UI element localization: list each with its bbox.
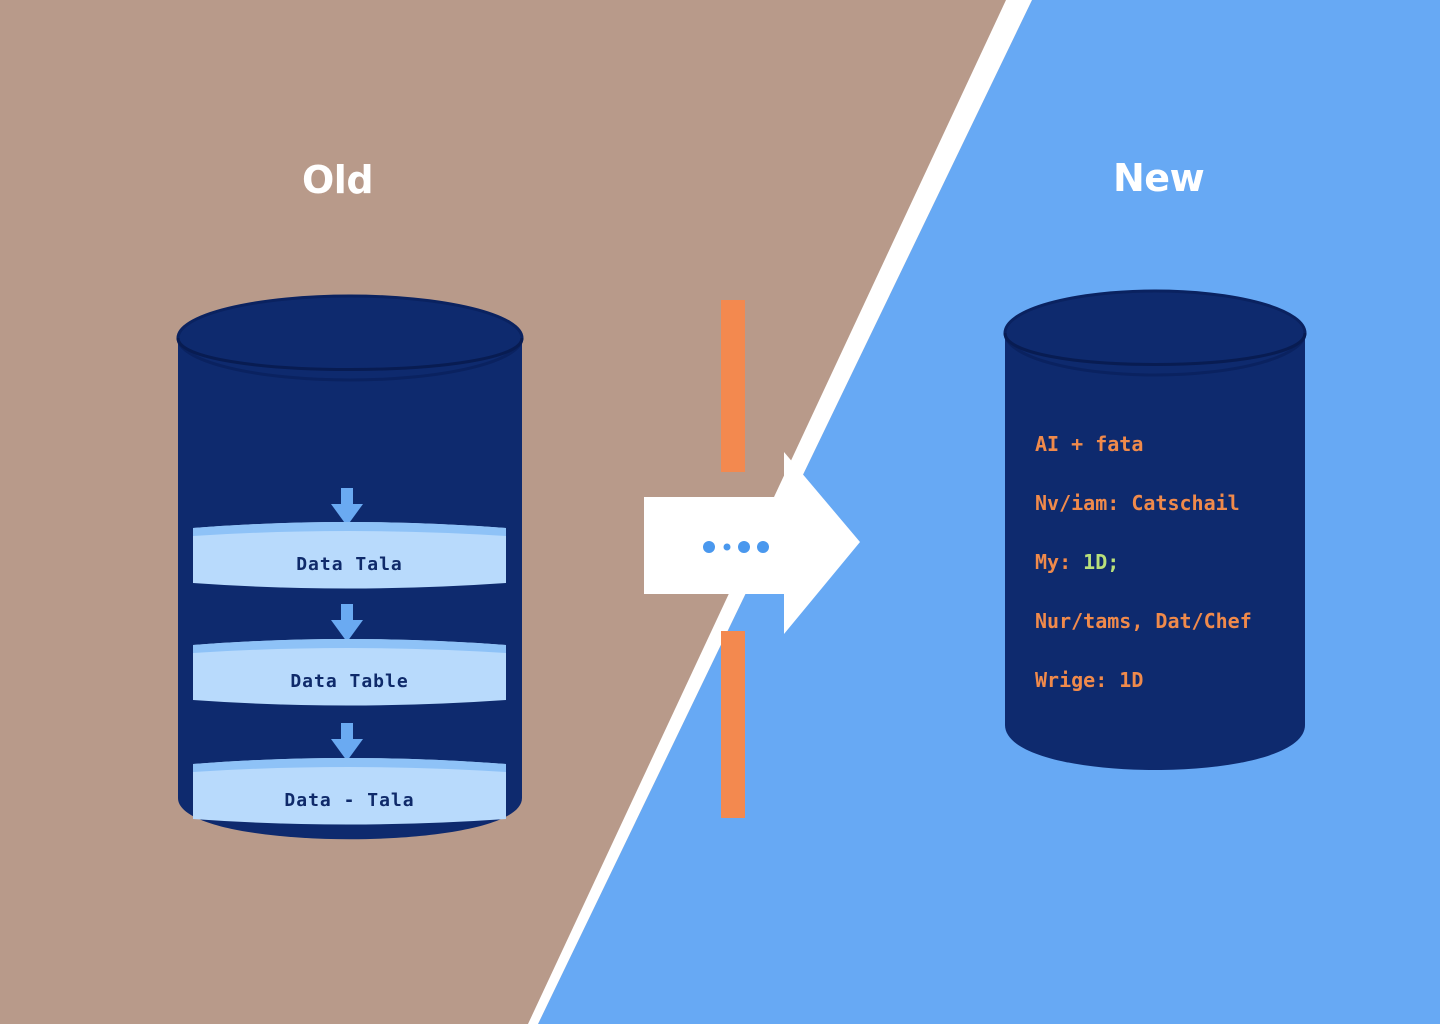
ellipsis-icon: [703, 541, 769, 553]
table-band: [193, 522, 506, 589]
old-database-cylinder: [176, 294, 524, 840]
table-band: [193, 639, 506, 706]
new-database-cylinder: [1003, 289, 1307, 770]
divider-bar: [721, 631, 745, 818]
new-background-region: [538, 0, 1440, 1024]
schema-line: Nv/iam: Catschail: [1035, 491, 1240, 515]
down-arrow-icon: [331, 604, 363, 642]
schema-line: My: 1D;: [1035, 550, 1119, 574]
schema-key: My:: [1035, 550, 1084, 574]
table-label: Data Tala: [296, 554, 403, 575]
schema-line: AI + fata: [1035, 432, 1144, 456]
table-label: Data Table: [290, 671, 409, 692]
table-band: [193, 758, 506, 825]
down-arrow-icon: [331, 488, 363, 526]
down-arrow-icon: [331, 723, 363, 761]
schema-line: Wrige: 1D: [1035, 668, 1144, 692]
schema-line: Nur/tams, Dat/Chef: [1035, 609, 1252, 633]
old-title: Old: [302, 158, 374, 202]
divider-bar: [721, 300, 745, 472]
new-title: New: [1113, 156, 1205, 200]
migrate-arrow-icon: [644, 452, 860, 634]
schema-value: 1D;: [1083, 550, 1120, 574]
table-label: Data - Tala: [284, 790, 415, 811]
